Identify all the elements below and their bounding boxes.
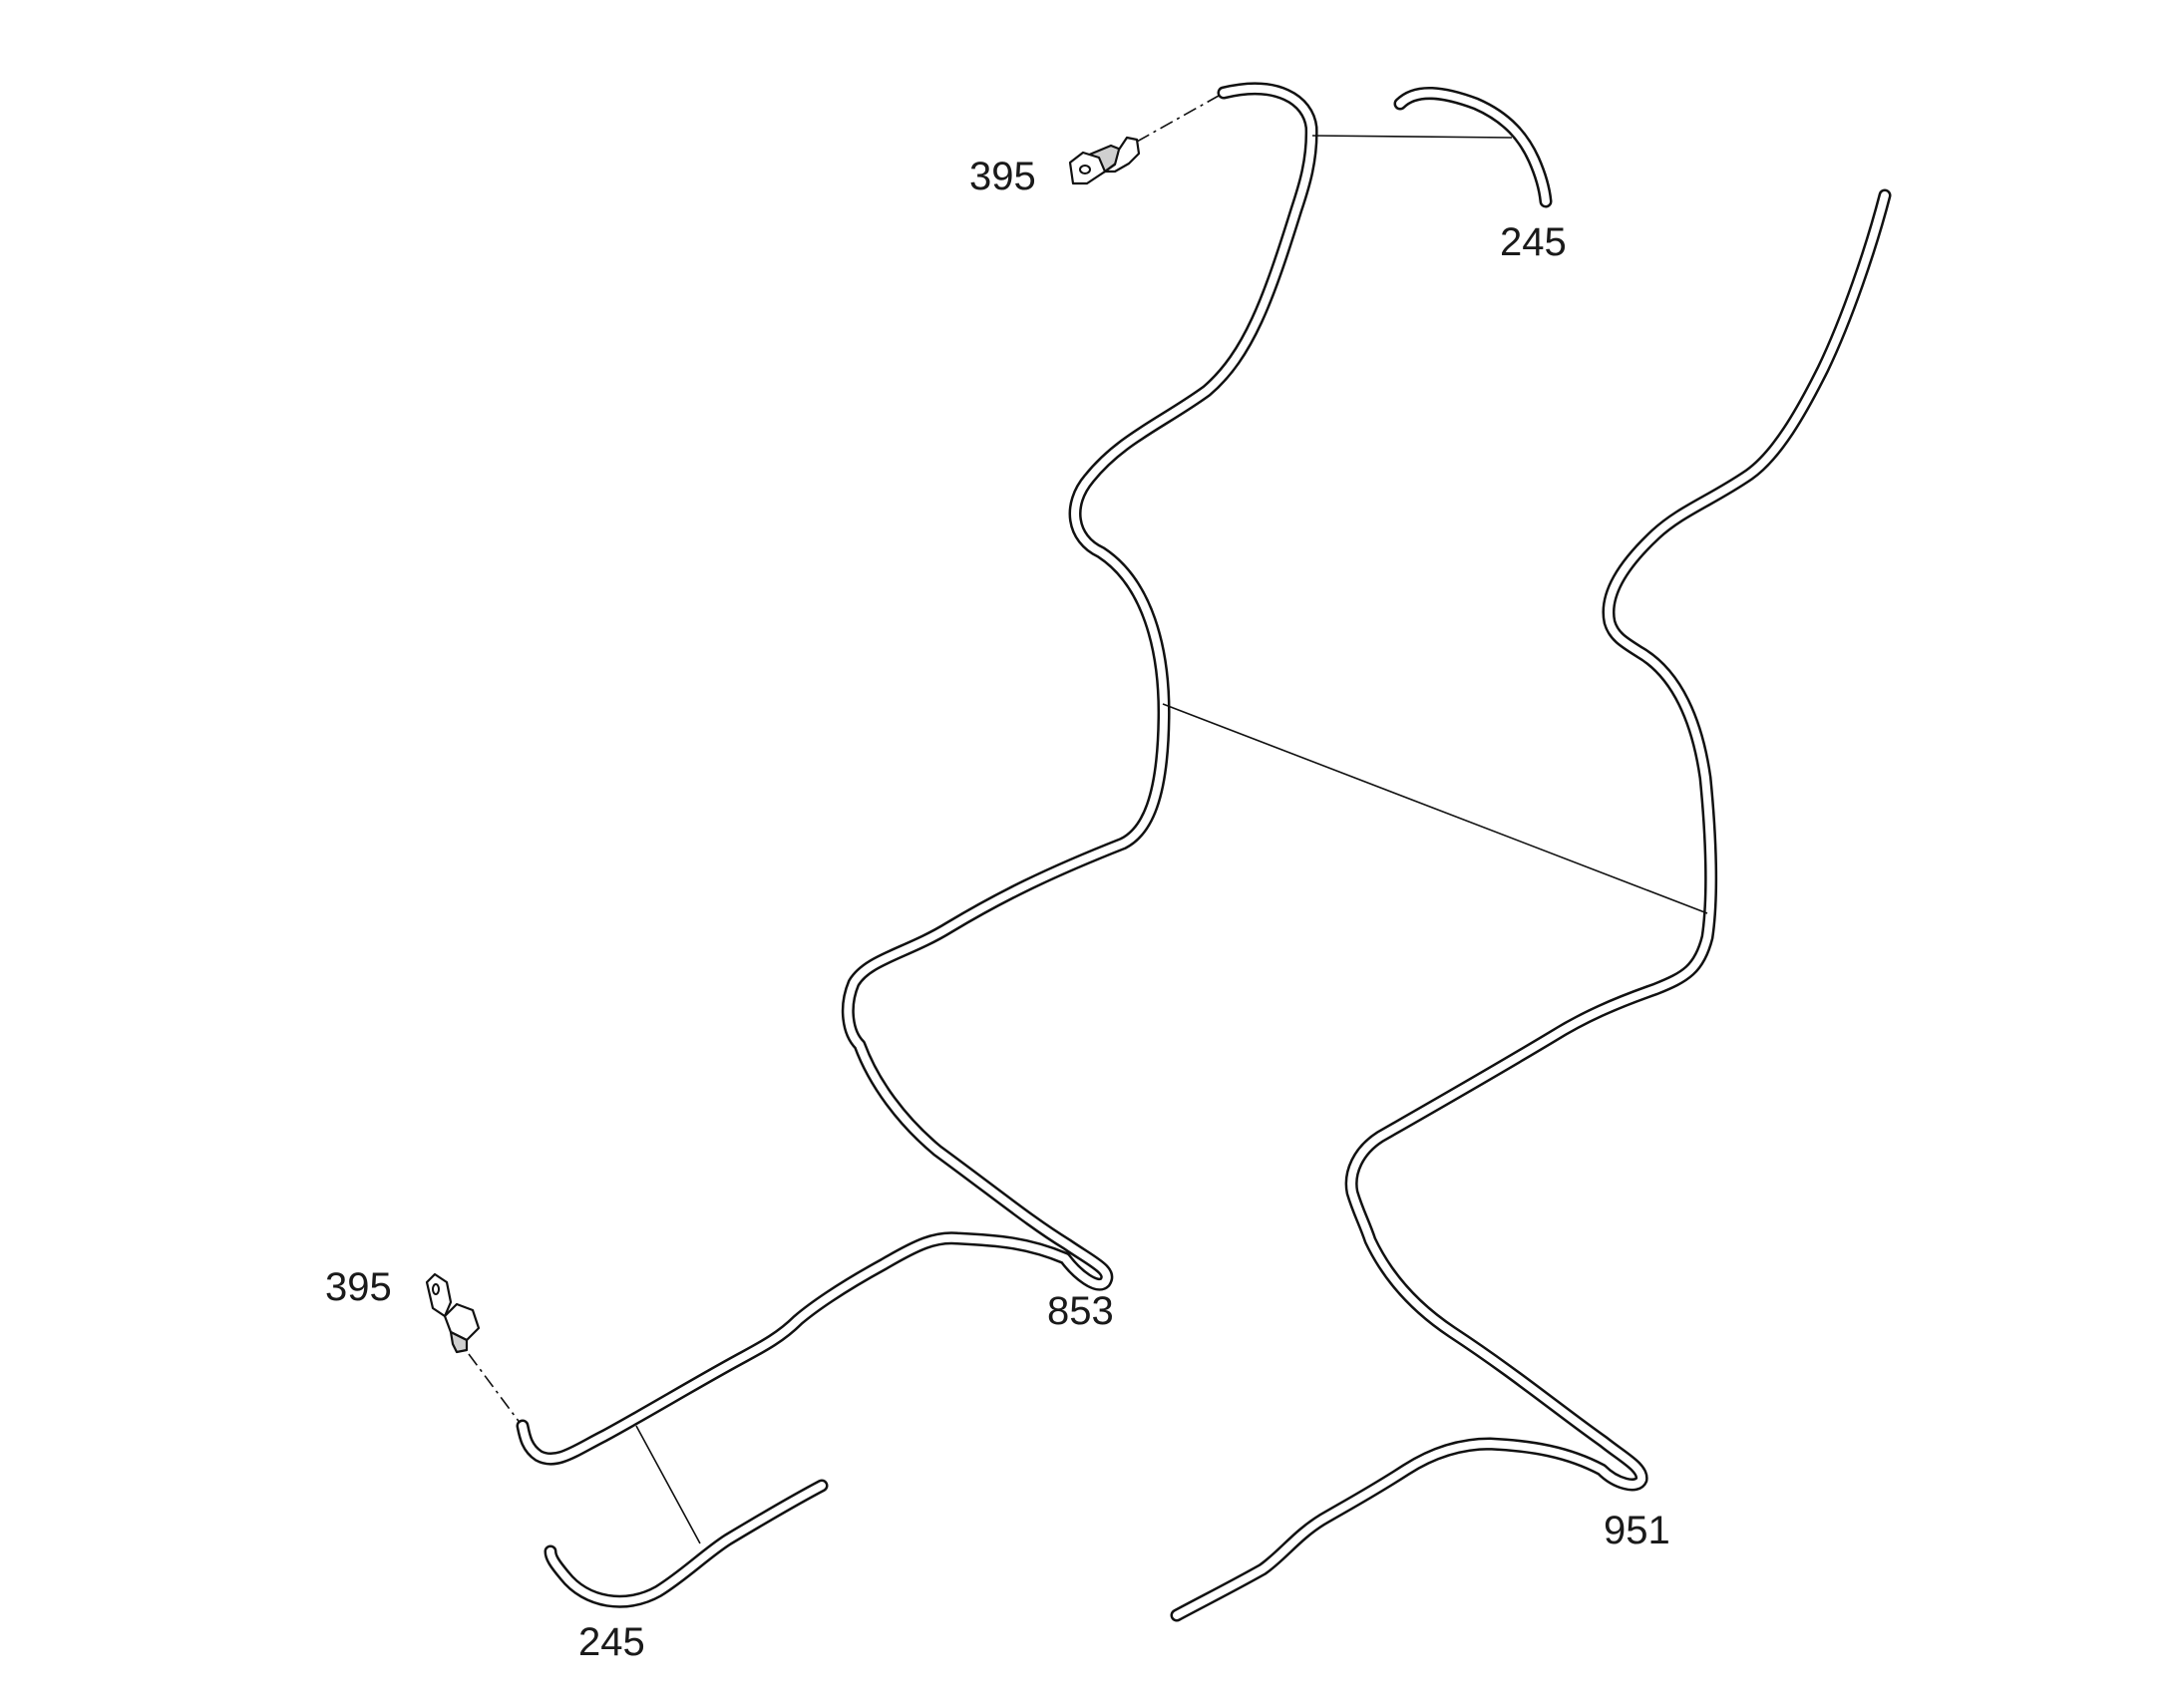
- clip-part-top[interactable]: [1068, 136, 1141, 185]
- clip-top-dashdot: [1136, 95, 1220, 143]
- callout-label-line-853: 853: [1047, 1289, 1114, 1333]
- leader-hose-bottom: [635, 1425, 701, 1544]
- callout-label-hose-top: 245: [1500, 220, 1567, 264]
- hose-part-bottom[interactable]: [544, 1479, 829, 1608]
- leader-hose-top: [1311, 135, 1513, 139]
- clip-part-bottom[interactable]: [425, 1272, 481, 1354]
- hose-part-top[interactable]: [1393, 87, 1553, 208]
- callout-label-clip-bottom: 395: [325, 1265, 392, 1309]
- callout-label-hose-bottom: 245: [578, 1620, 645, 1664]
- line-part-951[interactable]: [1170, 188, 1892, 1622]
- leader-line-pair: [1162, 703, 1708, 914]
- clip-bottom-dashdot: [468, 1353, 522, 1425]
- callout-label-clip-top: 395: [969, 155, 1036, 198]
- callout-label-line-951: 951: [1604, 1509, 1670, 1552]
- line-part-853[interactable]: [516, 82, 1318, 1466]
